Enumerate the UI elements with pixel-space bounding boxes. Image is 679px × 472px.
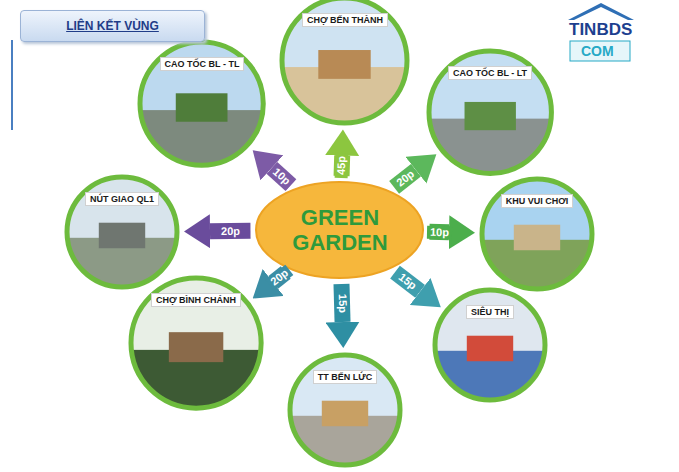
place-circle: TT BẾN LỨC [287,352,403,468]
place-photo [432,287,548,403]
travel-time: 15p [335,290,349,315]
place-photo [137,39,266,168]
place-label: CHỢ BÌNH CHÁNH [151,293,241,307]
place-label: TT BẾN LỨC [313,370,377,384]
time-arrow [210,223,250,239]
circle-ring [131,278,261,408]
place-label: CAO TỐC BL - TL [160,57,245,71]
place-photo [128,275,264,411]
travel-time: 20p [391,166,419,192]
logo-roof [568,3,634,20]
place-circle: CHỢ BÌNH CHÁNH [128,275,264,411]
title-box: LIÊN KẾT VÙNG [20,10,205,42]
logo-text: COM [581,43,614,59]
photo-sky [287,352,403,468]
photo-subject [319,50,371,79]
photo-sky [64,174,180,290]
place-circle: CHỢ BẾN THÀNH [279,0,410,126]
place-label: KHU VUI CHƠI [501,194,574,208]
circle-ring [290,355,400,465]
place-photo [426,48,554,176]
circle-ring [282,0,407,123]
place-circle: NÚT GIAO QL1 [64,174,180,290]
hub-ellipse: GREEN GARDEN [254,180,425,280]
photo-sky [426,48,554,176]
travel-time: 20p [218,224,243,237]
place-label: SIÊU THỊ [466,305,514,319]
logo-text: TINBDS [569,20,632,40]
hub-label: GREEN GARDEN [284,205,396,256]
travel-time: 20p [266,265,294,291]
place-photo [287,352,403,468]
place-photo [279,0,410,126]
photo-subject [176,94,228,122]
place-photo [479,176,595,292]
photo-sky [137,39,266,168]
photo-subject [467,336,513,362]
photo-sky [279,0,410,126]
place-photo [64,174,180,290]
photo-sky [128,275,264,411]
photo-sky [432,287,548,403]
photo-subject [322,401,368,427]
travel-time: 15p [394,269,422,295]
title: LIÊN KẾT VÙNG [66,19,159,33]
logo-plate [570,41,630,61]
place-label: CHỢ BẾN THÀNH [302,13,388,27]
photo-subject [99,223,145,249]
place-circle: SIÊU THỊ [432,287,548,403]
circle-ring [435,290,545,400]
travel-time: 45p [335,153,349,178]
place-circle: CAO TỐC BL - TL [137,39,266,168]
photo-sky [479,176,595,292]
place-circle: CAO TỐC BL - LT [426,48,554,176]
place-label: CAO TỐC BL - LT [448,66,532,80]
travel-time: 10p [427,225,452,239]
photo-subject [464,102,515,130]
circle-ring [482,179,592,289]
circle-ring [67,177,177,287]
hub-shape [256,182,423,278]
place-circle: KHU VUI CHƠI [479,176,595,292]
place-label: NÚT GIAO QL1 [85,192,159,206]
circle-ring [429,51,551,173]
travel-time: 10p [268,163,295,189]
circle-ring [140,42,263,165]
side-rule [11,40,13,130]
photo-subject [514,225,560,251]
photo-subject [169,332,223,362]
